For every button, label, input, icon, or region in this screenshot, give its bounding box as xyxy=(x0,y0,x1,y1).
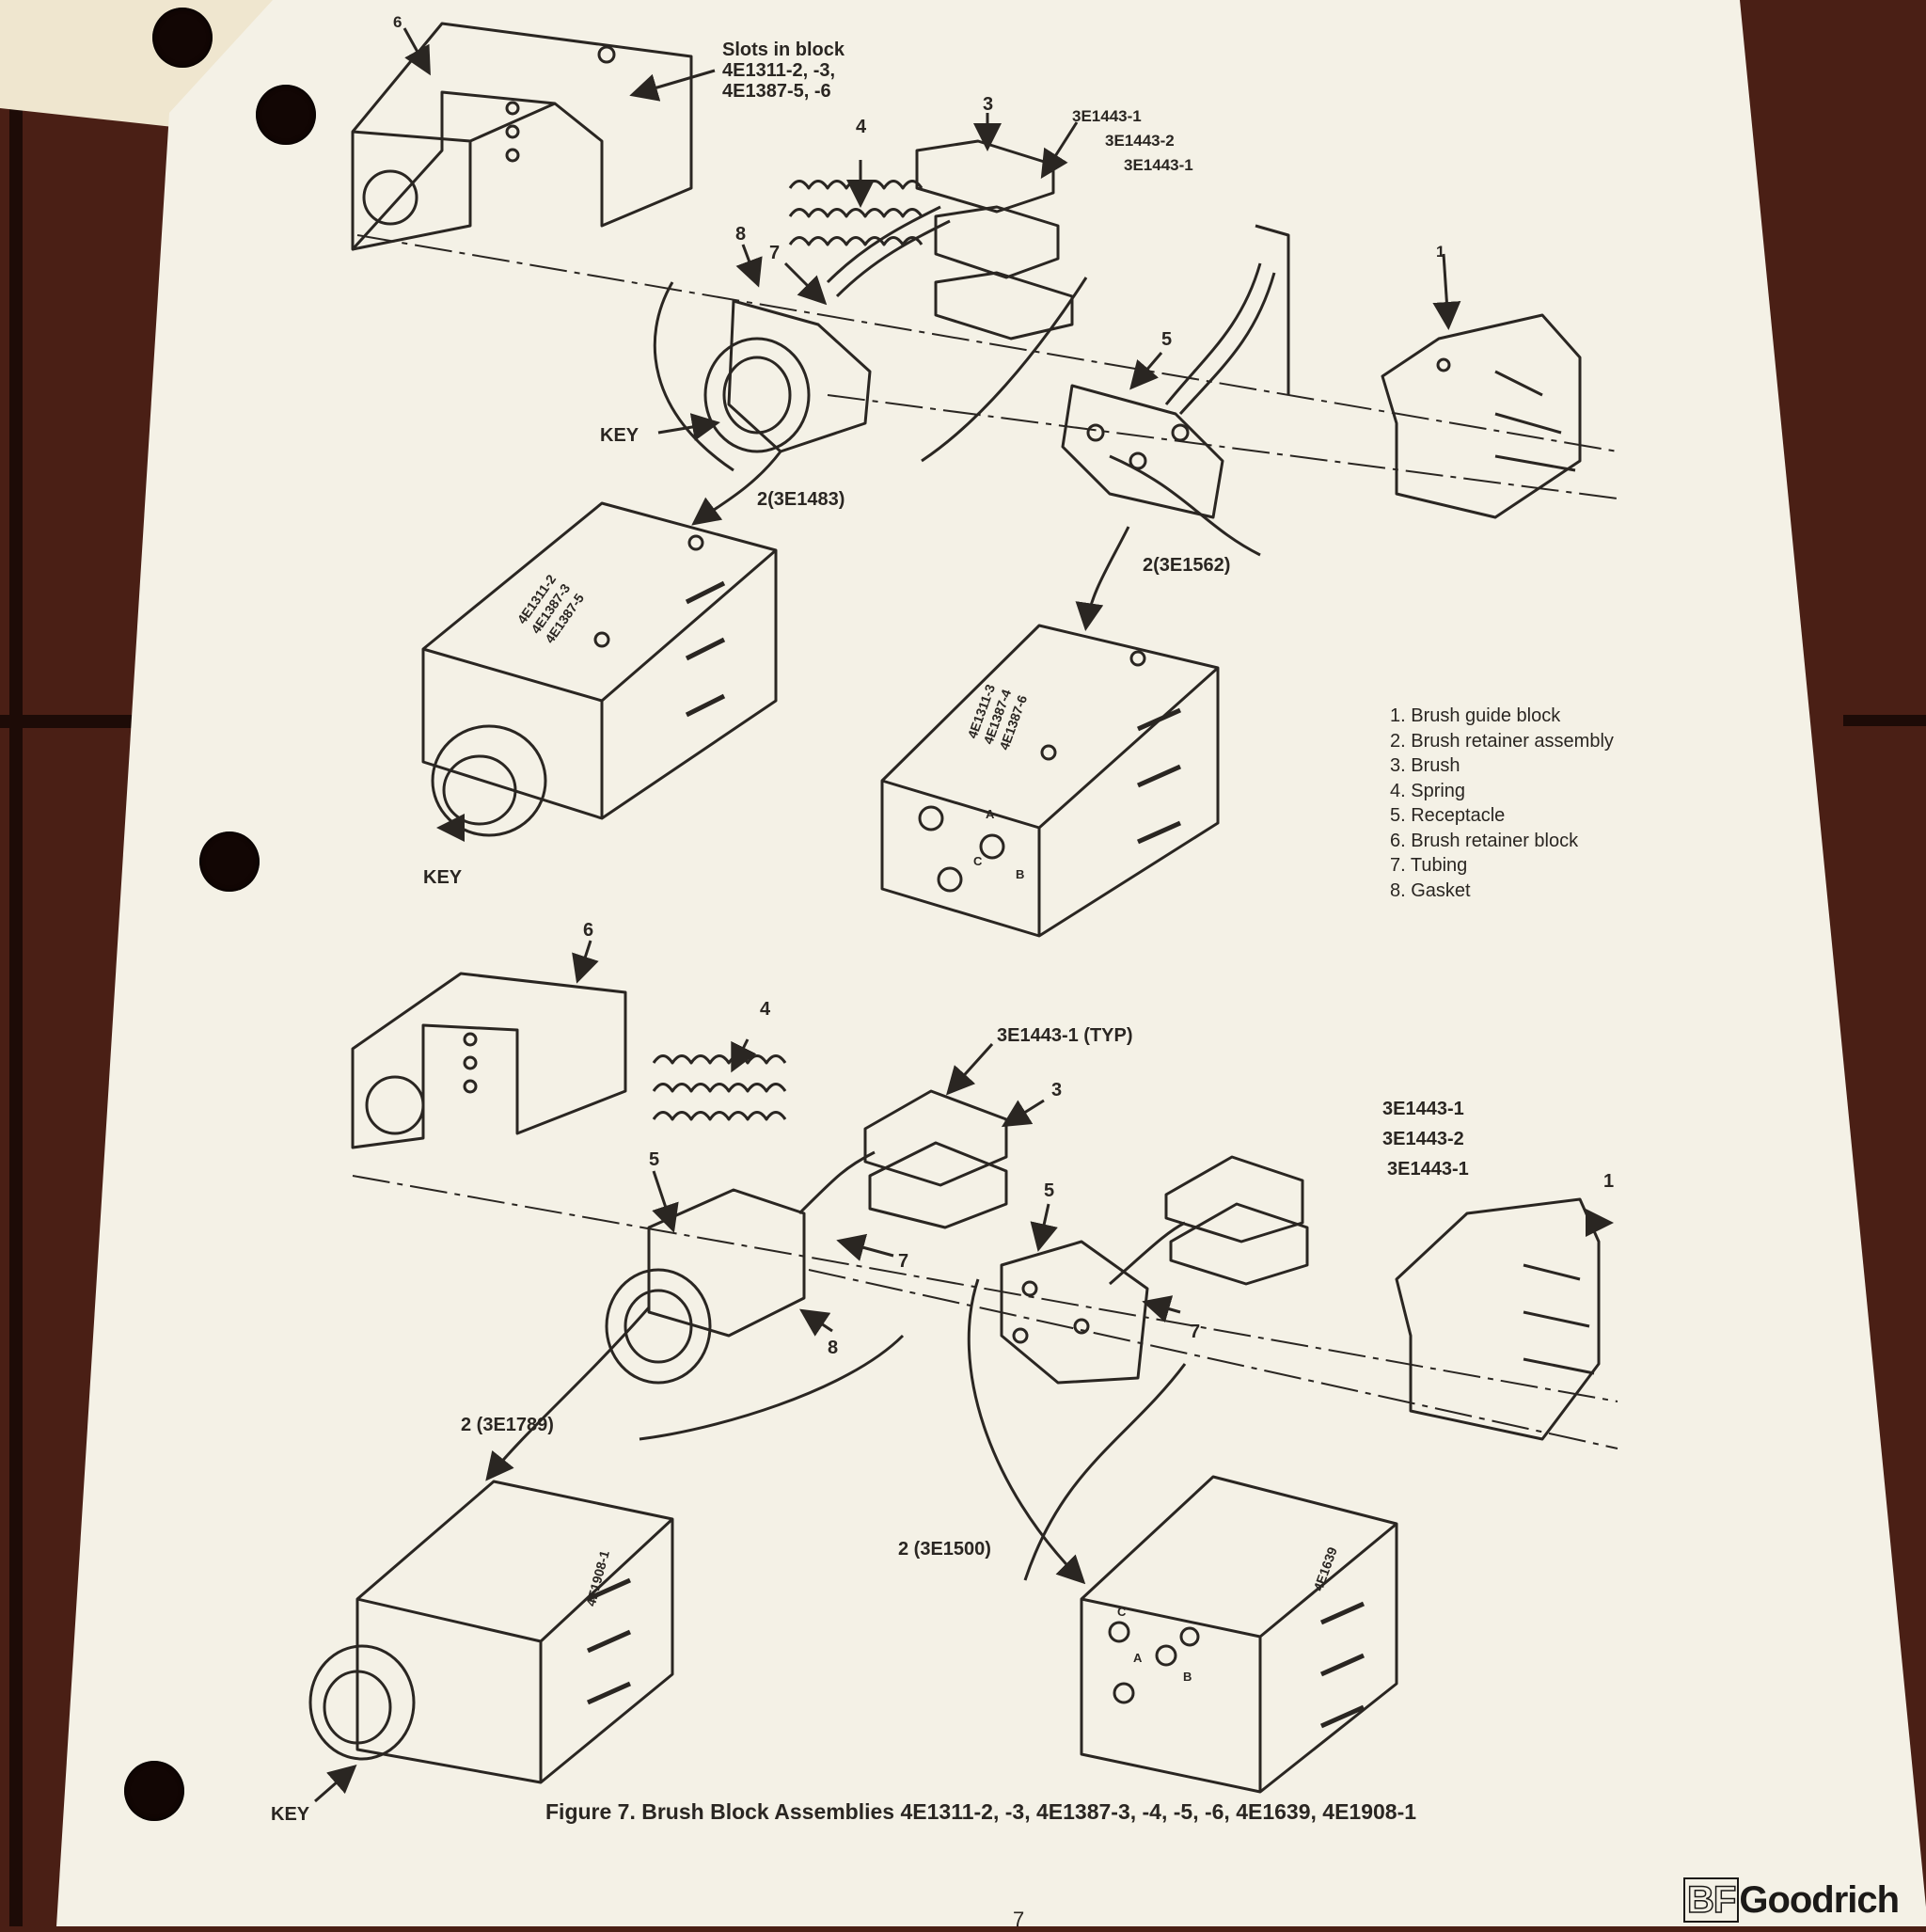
legend-item: 2. Brush retainer assembly xyxy=(1390,730,1614,752)
callout-1443-typ: 3E1443-1 (TYP) xyxy=(997,1025,1133,1046)
callout-6-bottom: 6 xyxy=(583,920,594,941)
assembled-block-d xyxy=(1080,1475,1398,1794)
callout-1443-1-bottom-b: 3E1443-1 xyxy=(1387,1159,1469,1180)
receptacle-bottom-left xyxy=(605,1150,876,1385)
punch-hole xyxy=(124,1761,184,1821)
callout-key-bottom: KEY xyxy=(271,1804,310,1825)
callout-3e1789: 2 (3E1789) xyxy=(461,1415,554,1435)
punch-hole xyxy=(152,8,213,68)
callout-1443-1-top: 3E1443-1 xyxy=(1072,107,1142,125)
callout-4-top: 4 xyxy=(856,117,867,137)
legend-item: 8. Gasket xyxy=(1390,879,1471,901)
tile-grout-vertical xyxy=(9,0,23,1926)
punch-hole xyxy=(199,831,260,892)
callout-4-bottom: 4 xyxy=(760,999,771,1020)
callout-5-top-right: 5 xyxy=(1161,329,1173,350)
manual-page xyxy=(56,0,1926,1926)
legend-item: 3. Brush xyxy=(1390,755,1460,776)
terminal-c-label: C xyxy=(1117,1605,1127,1619)
callout-key-middle: KEY xyxy=(423,867,463,888)
callout-3e1500: 2 (3E1500) xyxy=(898,1539,991,1560)
callout-3e1483: 2(3E1483) xyxy=(757,489,845,510)
assembled-block-b xyxy=(880,624,1220,938)
callout-slots-parts: 4E1387-5, -6 xyxy=(722,81,831,102)
figure-caption: Figure 7. Brush Block Assemblies 4E1311-… xyxy=(545,1799,1417,1824)
brush-guide-block-top xyxy=(1381,313,1582,519)
callout-8-top: 8 xyxy=(735,224,747,245)
brushes-bottom-left xyxy=(863,1089,1008,1229)
parts-legend: 1. Brush guide block 2. Brush retainer a… xyxy=(1390,704,1614,903)
springs-top xyxy=(788,180,924,246)
brushes-bottom-right xyxy=(1164,1155,1309,1286)
legend-item: 7. Tubing xyxy=(1390,855,1468,876)
callout-1-top: 1 xyxy=(1436,243,1445,261)
assembled-block-a xyxy=(421,501,778,837)
legend-item: 4. Spring xyxy=(1390,780,1466,801)
assembled-block-c xyxy=(308,1480,674,1784)
terminal-a-label: A xyxy=(1133,1651,1143,1665)
brushes-top xyxy=(915,139,1074,340)
callout-key-top: KEY xyxy=(600,425,639,446)
brush-retainer-block-top xyxy=(351,22,693,251)
punch-hole xyxy=(256,85,316,145)
terminal-b-label: B xyxy=(1183,1670,1192,1684)
terminal-c-label: C xyxy=(973,854,983,868)
brush-retainer-block-bottom xyxy=(351,972,627,1149)
callout-1-bottom: 1 xyxy=(1603,1171,1615,1192)
terminal-b-label: B xyxy=(1016,867,1025,881)
receptacle-top-left xyxy=(703,205,951,453)
receptacle-top-right xyxy=(1061,224,1290,519)
brush-guide-block-bottom xyxy=(1395,1197,1601,1441)
callout-7-bottom-left: 7 xyxy=(898,1251,909,1272)
springs-bottom xyxy=(652,1054,787,1121)
legend-item: 5. Receptacle xyxy=(1390,805,1506,826)
callout-5-bottom-right: 5 xyxy=(1044,1180,1055,1201)
tile-grout-right xyxy=(1843,715,1926,726)
callout-1443-2-bottom: 3E1443-2 xyxy=(1382,1129,1464,1149)
callout-1443-1-top-b: 3E1443-1 xyxy=(1124,156,1193,174)
callout-6-top: 6 xyxy=(393,13,403,31)
terminal-a-label: A xyxy=(986,807,995,821)
callout-1443-1-bottom: 3E1443-1 xyxy=(1382,1099,1464,1119)
callout-1443-2-top: 3E1443-2 xyxy=(1105,132,1175,150)
callout-3-top: 3 xyxy=(983,94,994,115)
legend-item: 6. Brush retainer block xyxy=(1390,830,1579,851)
callout-slots: Slots in block xyxy=(722,40,845,60)
callout-3e1562: 2(3E1562) xyxy=(1143,555,1231,576)
legend-item: 1. Brush guide block xyxy=(1390,705,1561,726)
callout-5-bottom-left: 5 xyxy=(649,1149,660,1170)
receptacle-bottom-right xyxy=(1000,1221,1186,1385)
callout-slots-parts: 4E1311-2, -3, xyxy=(722,60,836,81)
callout-8-bottom: 8 xyxy=(828,1338,839,1358)
page-number: 7 xyxy=(1013,1908,1025,1931)
callout-7-bottom-right: 7 xyxy=(1190,1322,1201,1342)
callout-7-top: 7 xyxy=(769,243,781,263)
callout-3-bottom: 3 xyxy=(1051,1080,1063,1101)
